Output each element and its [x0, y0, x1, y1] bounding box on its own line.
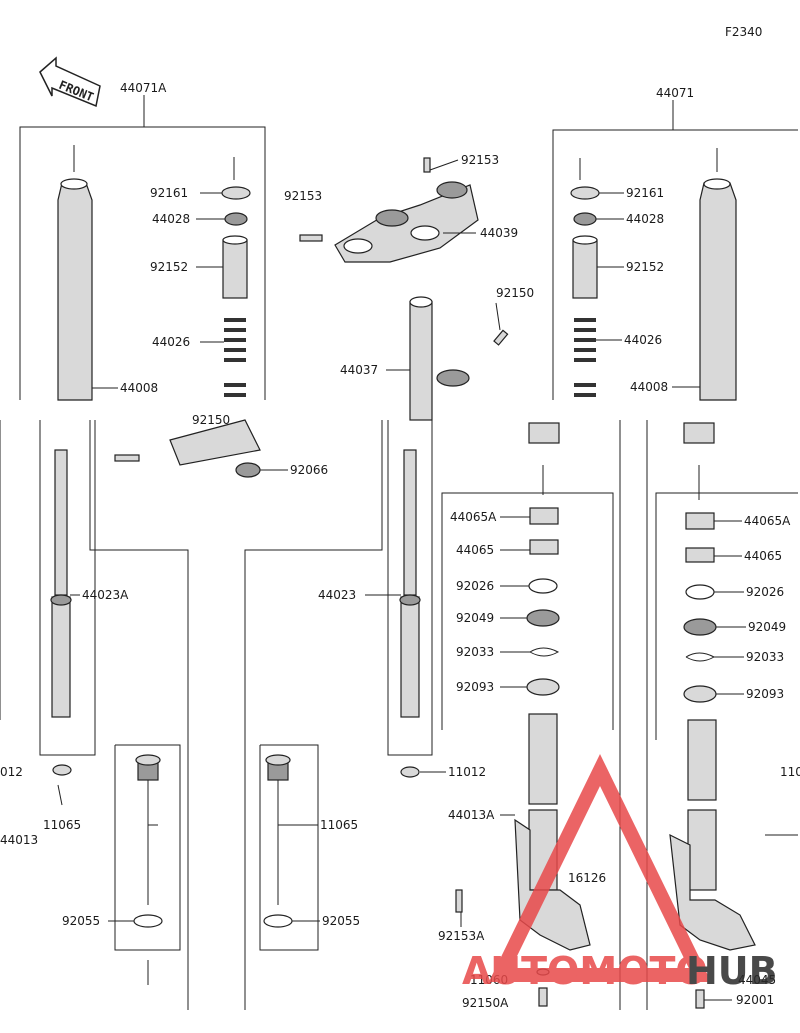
callout-label: 92150	[192, 413, 230, 427]
callout-label: 44026	[624, 333, 662, 347]
right-seal-stack	[669, 422, 756, 1009]
callout-label: 92049	[456, 611, 494, 625]
callout-label: 92152	[626, 260, 664, 274]
callout-label: 92150	[496, 286, 534, 300]
right-fork-internals	[570, 158, 600, 397]
callout-label: 92093	[456, 680, 494, 694]
callout-label: 92033	[746, 650, 784, 664]
callout-label: 92153A	[438, 929, 485, 943]
callout-label: 012	[0, 765, 23, 779]
callout-label: 92161	[150, 186, 188, 200]
watermark-part1: AUTOMOTO	[462, 949, 708, 993]
callout-label: 44013A	[448, 808, 495, 822]
watermark-part2: HUB	[686, 949, 778, 993]
figure-code: F2340	[725, 25, 762, 39]
callout-label: 44071	[656, 86, 694, 100]
callout-label: 92001	[736, 993, 774, 1007]
callout-label: 44065	[456, 543, 494, 557]
callout-label: 92055	[62, 914, 100, 928]
callout-label: 92093	[746, 687, 784, 701]
callout-label: 92152	[150, 260, 188, 274]
callout-label: 44039	[480, 226, 518, 240]
callout-label: 44065	[744, 549, 782, 563]
callout-label: 11065	[320, 818, 358, 832]
callout-label: 92150A	[462, 996, 509, 1010]
callout-label: 44008	[120, 381, 158, 395]
callout-label: 92055	[322, 914, 360, 928]
callout-label: 44023A	[82, 588, 129, 602]
callout-label: 44028	[626, 212, 664, 226]
front-arrow-icon: FRONT	[39, 56, 101, 108]
callout-label: 44008	[630, 380, 668, 394]
callout-label: 16126	[568, 871, 606, 885]
steering-stem	[114, 296, 509, 478]
leader-lines	[70, 159, 746, 1001]
center-damper-rod	[399, 449, 421, 778]
left-damper-rod	[50, 449, 72, 806]
center-cap-assembly	[263, 754, 293, 928]
callout-label: 44023	[318, 588, 356, 602]
callout-label: 44028	[152, 212, 190, 226]
right-fork-tube	[699, 148, 737, 401]
callout-label: 92049	[748, 620, 786, 634]
left-cap-assembly	[133, 754, 163, 985]
callout-label: 44037	[340, 363, 378, 377]
callout-label: 44026	[152, 335, 190, 349]
callout-label: 11012	[448, 765, 486, 779]
callout-label: 92066	[290, 463, 328, 477]
upper-clamp	[299, 157, 479, 263]
left-fork-tube	[57, 145, 93, 401]
callout-label: 92153	[461, 153, 499, 167]
callout-label: 44065A	[450, 510, 497, 524]
callout-label: 110	[780, 765, 800, 779]
callout-label: 44013	[0, 833, 38, 847]
callout-label: 92153	[284, 189, 322, 203]
left-fork-internals	[221, 157, 251, 397]
callout-label: 44071A	[120, 81, 167, 95]
callout-label: 92026	[456, 579, 494, 593]
center-frame	[244, 420, 621, 1010]
callout-label: 44065A	[744, 514, 791, 528]
callout-labels: 44071A 44071 92161 44028 92152 44026 440…	[0, 81, 800, 1010]
callout-label: 44045	[738, 973, 776, 987]
callout-label: 92026	[746, 585, 784, 599]
callout-label: 11065	[43, 818, 81, 832]
callout-label: 92161	[626, 186, 664, 200]
left-fork-frame	[0, 95, 266, 1010]
right-fork-frame	[552, 100, 798, 1010]
watermark-logo: AUTOMOTO HUB	[462, 754, 778, 993]
callout-label: 92033	[456, 645, 494, 659]
